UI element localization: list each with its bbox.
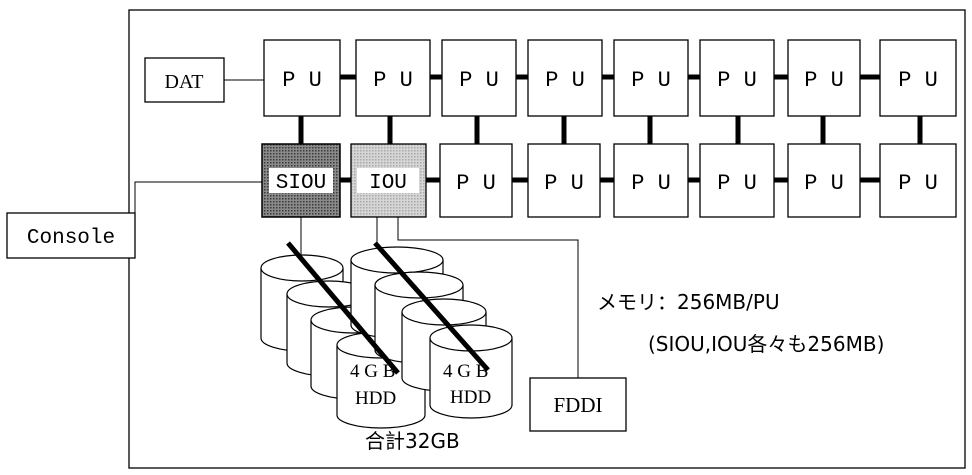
pu-label: P U [804, 171, 844, 196]
memory-note: (SIOU,IOU各々も256MB) [648, 332, 884, 356]
siou-label: SIOU [276, 172, 326, 195]
pu-box [355, 39, 431, 117]
fddi-box [529, 377, 627, 432]
pu-label: P U [804, 68, 844, 93]
pu-label: P U [898, 171, 938, 196]
hdd-label: HDD [355, 388, 396, 409]
pu-box [613, 39, 689, 117]
pu-box [527, 39, 603, 117]
pu-label: P U [898, 68, 938, 93]
iou-label: IOU [369, 172, 407, 195]
pu-box [787, 39, 861, 117]
hdd-capacity-label: 4 G B [443, 361, 488, 382]
hdd-label: HDD [450, 387, 491, 408]
memory-label: メモリ：256MB/PU [597, 290, 780, 314]
pu-label: P U [717, 171, 757, 196]
pu-label: P U [544, 171, 584, 196]
pu-box [699, 143, 775, 218]
disk-connection-lines [286, 241, 490, 375]
console-label: Console [27, 227, 115, 250]
pu-label: P U [631, 68, 671, 93]
pu-box [879, 39, 957, 117]
hdd-capacity-label: 4 G B [350, 361, 395, 382]
pu-box [879, 143, 957, 218]
dat-label: DAT [165, 71, 204, 93]
pu-row-1 [263, 39, 957, 117]
disk-stack-iou [350, 246, 513, 419]
vertical-links [298, 116, 923, 145]
pu-label: P U [717, 68, 757, 93]
pu-label: P U [282, 68, 322, 93]
pu-box [787, 143, 861, 218]
pu-label: P U [459, 68, 499, 93]
dat-box [144, 57, 225, 103]
pu-box [699, 39, 775, 117]
pu-label: P U [545, 68, 585, 93]
fddi-label: FDDI [553, 393, 602, 417]
pu-label: P U [631, 171, 671, 196]
pu-label: P U [456, 171, 496, 196]
pu-label: P U [373, 68, 413, 93]
pu-row-2 [439, 143, 957, 218]
pu-box [613, 143, 689, 218]
console-box [6, 212, 136, 259]
pu-box [527, 143, 601, 218]
pu-box [439, 143, 513, 218]
total-capacity-label: 合計32GB [365, 429, 460, 453]
pu-box [441, 39, 517, 117]
pu-box [263, 39, 341, 117]
